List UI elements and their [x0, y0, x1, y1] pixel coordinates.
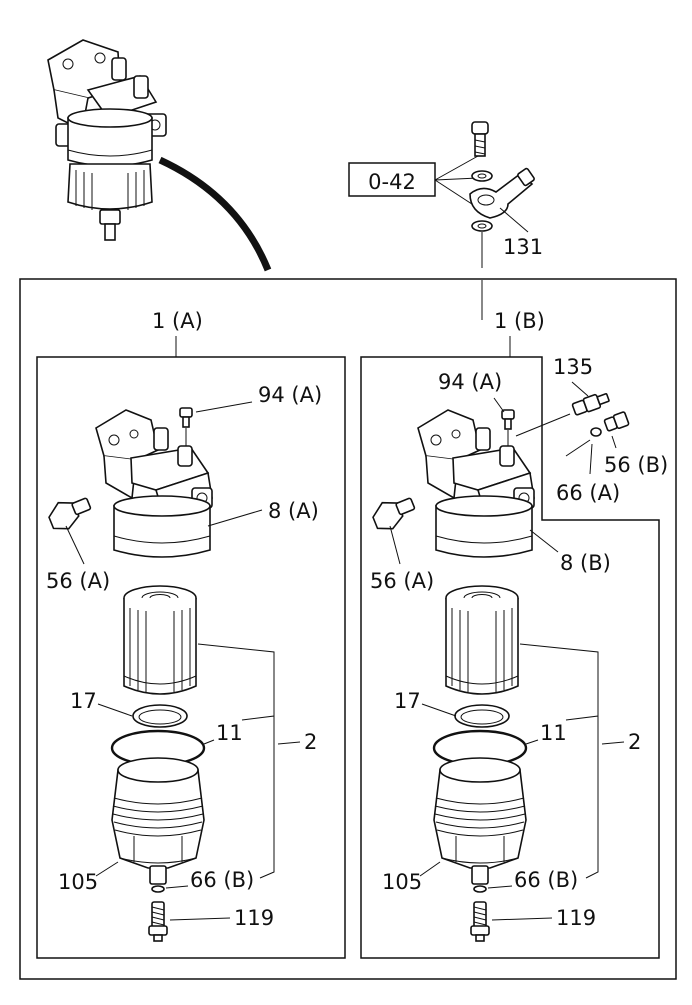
reference-box-label: 0-42	[368, 170, 416, 194]
b-2-label: 2	[628, 730, 641, 754]
b-17-label: 17	[394, 689, 421, 713]
a-94-label: 94 (A)	[258, 383, 322, 407]
a-105-label: 105	[58, 870, 98, 894]
outer-frame	[19, 278, 677, 980]
a-2-label: 2	[304, 730, 317, 754]
assembly-b-frame	[360, 356, 660, 959]
a-119-label: 119	[234, 906, 274, 930]
b-119-label: 119	[556, 906, 596, 930]
thumbnail-assembly	[47, 39, 272, 272]
assembly-a-frame	[36, 356, 346, 959]
b-94-label: 94 (A)	[438, 370, 502, 394]
assembly-a-label: 1 (A)	[152, 309, 203, 333]
b-56a-label: 56 (A)	[370, 569, 434, 593]
b-8-label: 8 (B)	[560, 551, 611, 575]
assembly-b-label: 1 (B)	[494, 309, 545, 333]
b-135-label: 135	[553, 355, 593, 379]
a-17-label: 17	[70, 689, 97, 713]
part-131-label: 131	[503, 235, 543, 259]
a-8-label: 8 (A)	[268, 499, 319, 523]
b-56b-label: 56 (B)	[604, 453, 668, 477]
assembly-a: 1 (A) 94 (A) 8 (A) 56 (A) 2 17 11	[36, 309, 346, 959]
b-66b-label: 66 (B)	[514, 868, 578, 892]
b-66a-label: 66 (A)	[556, 481, 620, 505]
b-105-label: 105	[382, 870, 422, 894]
assembly-b: 1 (B) 94 (A) 135 56 (B) 66 (A) 8 (B)	[360, 309, 668, 959]
a-56-label: 56 (A)	[46, 569, 110, 593]
banjo-fitting-group: 0-42 131	[348, 121, 543, 320]
a-66b-label: 66 (B)	[190, 868, 254, 892]
a-11-label: 11	[216, 721, 243, 745]
b-11-label: 11	[540, 721, 567, 745]
